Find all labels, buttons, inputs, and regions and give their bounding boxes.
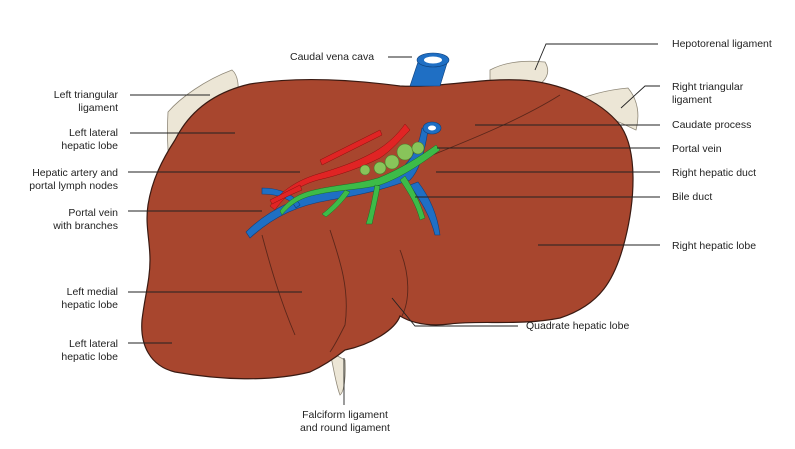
hepatic-artery-vessel (269, 123, 411, 211)
lobe-line-right (399, 249, 409, 317)
lobe-line-quadrate (329, 229, 347, 353)
leader-hepatorenal-ligament (534, 43, 658, 71)
portal-lymph-nodes (359, 141, 425, 176)
leader-right-triangular-ligament (620, 85, 660, 109)
lobe-line-caudate (419, 94, 561, 161)
liver-body (141, 78, 634, 380)
label-right-hepatic-lobe: Right hepatic lobe (672, 240, 757, 252)
portal-vein-vessel (245, 121, 442, 239)
label-caudal-vena-cava: Caudal vena cava (290, 51, 375, 63)
label-hepatorenal-ligament: Hepotorenal ligament (672, 38, 772, 50)
label-caudate-process: Caudate process (672, 119, 752, 131)
label-left-lateral-lobe-top: Left lateral hepatic lobe (61, 127, 118, 152)
leader-quadrate-lobe (391, 297, 518, 327)
label-bile-duct: Bile duct (672, 191, 713, 203)
label-portal-vein-branches: Portal vein with branches (53, 207, 118, 232)
falciform-ligament-tissue (329, 351, 346, 396)
caudal-vena-cava-vessel (409, 52, 450, 87)
label-portal-vein: Portal vein (672, 143, 722, 155)
label-right-hepatic-duct: Right hepatic duct (672, 167, 757, 179)
label-right-triangular-ligament: Right triangular ligament (672, 81, 744, 106)
bile-duct-vessel (279, 144, 441, 225)
label-quadrate-lobe: Quadrate hepatic lobe (526, 320, 630, 332)
label-left-medial-lobe: Left medial hepatic lobe (61, 286, 118, 311)
leader-lines (128, 43, 660, 405)
label-left-lateral-lobe-bottom: Left lateral hepatic lobe (61, 338, 118, 363)
label-falciform-ligament: Falciform ligament and round ligament (300, 409, 390, 434)
label-hepatic-artery-lymph: Hepatic artery and portal lymph nodes (29, 167, 118, 192)
label-left-triangular-ligament: Left triangular ligament (53, 89, 118, 114)
lobe-line-left-medial (261, 234, 296, 336)
